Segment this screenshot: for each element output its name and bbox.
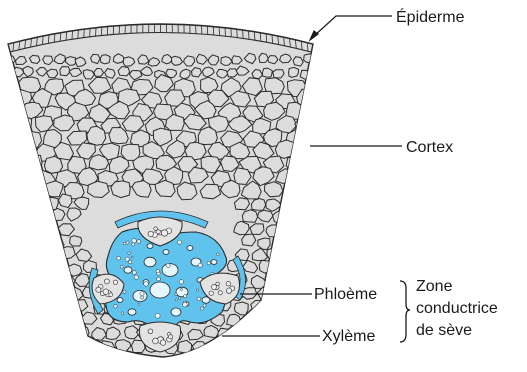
zone-bracket [400, 281, 410, 342]
label-xyleme: Xylème [322, 328, 375, 345]
label-zone-line2: conductrice [416, 300, 498, 317]
label-epiderme: Épiderme [396, 7, 465, 26]
label-zone-line3: de sève [416, 322, 472, 339]
label-phloeme: Phloème [314, 286, 377, 303]
epiderme-leader [314, 16, 392, 36]
label-zone-line1: Zone [416, 278, 453, 295]
epiderme-arrowhead [310, 31, 318, 40]
label-cortex: Cortex [406, 139, 453, 156]
